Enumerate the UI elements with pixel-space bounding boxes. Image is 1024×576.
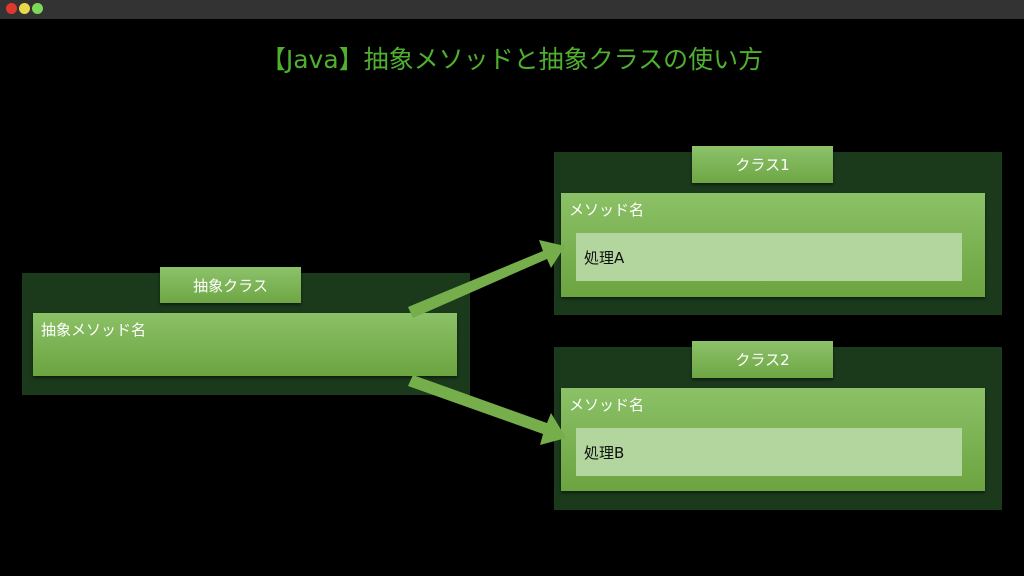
window-titlebar xyxy=(0,0,1024,19)
minimize-button[interactable] xyxy=(19,3,30,14)
class2-label: クラス2 xyxy=(692,341,833,378)
class1-label: クラス1 xyxy=(692,146,833,183)
abstract-method-box: 抽象メソッド名 xyxy=(33,313,457,376)
maximize-button[interactable] xyxy=(32,3,43,14)
class2-process: 処理B xyxy=(576,428,962,476)
slide-title: 【Java】抽象メソッドと抽象クラスの使い方 xyxy=(260,45,764,74)
abstract-class-label: 抽象クラス xyxy=(160,267,301,303)
close-button[interactable] xyxy=(6,3,17,14)
arrow-to-class2 xyxy=(408,375,566,445)
class1-process: 処理A xyxy=(576,233,962,281)
arrow-to-class1 xyxy=(408,240,565,318)
